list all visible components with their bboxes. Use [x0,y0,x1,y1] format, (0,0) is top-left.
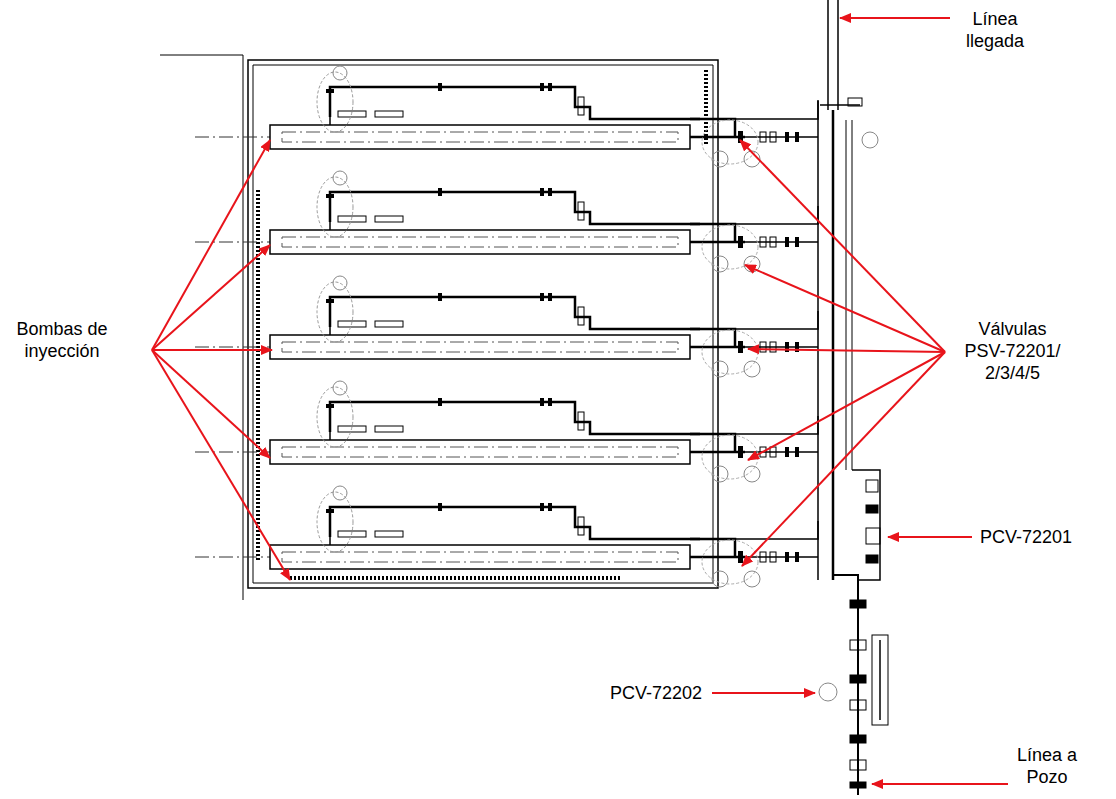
pump-trains [195,66,818,587]
callout-label: Línea a Pozo [1012,744,1082,788]
header-piping [818,0,888,795]
callout-label: Válvulas PSV-72201/ 2/3/4/5 [960,318,1065,384]
callout-label: Línea llegada [955,8,1035,52]
callout-label: PCV-72201 [980,526,1090,548]
callout-arrows [152,18,1008,784]
callout-label: Bombas de inyección [6,318,118,362]
callout-label: PCV-72202 [610,682,710,704]
